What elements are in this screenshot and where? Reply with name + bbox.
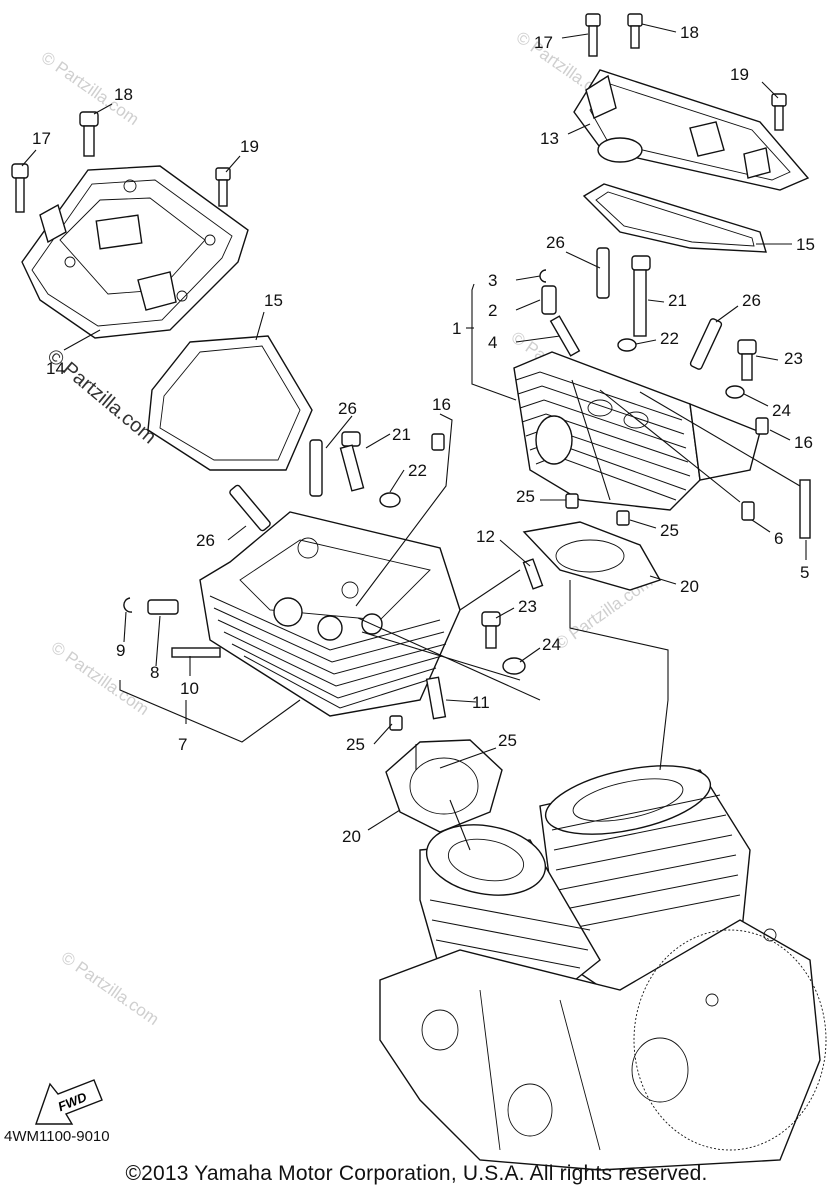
washer-22-left bbox=[379, 492, 401, 508]
callout-16b: 16 bbox=[794, 433, 813, 452]
callout-25d: 25 bbox=[498, 731, 517, 750]
callout-24b: 24 bbox=[542, 635, 561, 654]
callout-21b: 21 bbox=[392, 425, 411, 444]
callout-6: 6 bbox=[774, 529, 783, 548]
callout-23a: 23 bbox=[784, 349, 803, 368]
bolt-19-right bbox=[771, 93, 787, 131]
callout-14: 14 bbox=[46, 359, 65, 378]
callout-26b: 26 bbox=[742, 291, 761, 310]
callout-21a: 21 bbox=[668, 291, 687, 310]
dowel-6 bbox=[741, 501, 755, 521]
bolt-18-right bbox=[627, 13, 643, 49]
callout-16a: 16 bbox=[432, 395, 451, 414]
head-gasket-20-left bbox=[385, 739, 503, 833]
callout-25a: 25 bbox=[516, 487, 535, 506]
bolt-19-left bbox=[215, 167, 231, 207]
callout-22b: 22 bbox=[408, 461, 427, 480]
callout-24a: 24 bbox=[772, 401, 791, 420]
cylinder-head-right bbox=[513, 351, 761, 511]
bolt-17-left bbox=[11, 163, 29, 213]
spark-plug-26-right bbox=[689, 318, 723, 370]
bolt-23-left bbox=[481, 611, 501, 649]
guide-2 bbox=[541, 285, 557, 315]
bolt-18-left bbox=[79, 111, 99, 157]
bolt-23-right bbox=[737, 339, 757, 381]
callout-10: 10 bbox=[180, 679, 199, 698]
callout-18a: 18 bbox=[114, 85, 133, 104]
stud-4 bbox=[549, 315, 581, 357]
callout-19a: 19 bbox=[240, 137, 259, 156]
cylinder-head-left bbox=[199, 511, 461, 717]
washer-22-right bbox=[617, 338, 637, 352]
head-cover-left bbox=[21, 165, 249, 339]
diagram-code: 4WM1100-9010 bbox=[4, 1128, 110, 1145]
callout-26a: 26 bbox=[546, 233, 565, 252]
stud-11 bbox=[425, 676, 447, 720]
callout-8: 8 bbox=[150, 663, 159, 682]
spark-plug-26-left bbox=[229, 484, 271, 532]
gasket-15-right bbox=[582, 183, 767, 253]
callout-5: 5 bbox=[800, 563, 809, 582]
callout-20b: 20 bbox=[342, 827, 361, 846]
callout-15b: 15 bbox=[796, 235, 815, 254]
stud-5 bbox=[799, 479, 811, 539]
bolt-21-left bbox=[339, 431, 365, 492]
callout-4: 4 bbox=[488, 333, 497, 352]
callout-15a: 15 bbox=[264, 291, 283, 310]
clip-9 bbox=[123, 597, 133, 613]
callout-17a: 17 bbox=[32, 129, 51, 148]
callout-1: 1 bbox=[452, 319, 461, 338]
fwd-arrow-icon: FWD bbox=[35, 1079, 103, 1125]
callout-9: 9 bbox=[116, 641, 125, 660]
dowel-16-right bbox=[755, 417, 769, 435]
bolt-17-right bbox=[585, 13, 601, 57]
callout-12: 12 bbox=[476, 527, 495, 546]
callout-25b: 25 bbox=[660, 521, 679, 540]
callout-22a: 22 bbox=[660, 329, 679, 348]
callout-23b: 23 bbox=[518, 597, 537, 616]
copyright-notice: ©2013 Yamaha Motor Corporation, U.S.A. A… bbox=[125, 1162, 708, 1185]
dowel-25-left-a bbox=[389, 715, 403, 731]
washer-24-right bbox=[725, 385, 745, 399]
dowel-25-right-b bbox=[616, 510, 630, 526]
stud-10 bbox=[171, 647, 221, 658]
spark-plug-26-top-right bbox=[596, 247, 610, 299]
watermark: © Partzilla.com bbox=[58, 948, 163, 1029]
callout-3: 3 bbox=[488, 271, 497, 290]
callout-2: 2 bbox=[488, 301, 497, 320]
guide-8 bbox=[147, 599, 179, 615]
callout-20a: 20 bbox=[680, 577, 699, 596]
callout-26d: 26 bbox=[196, 531, 215, 550]
callout-18b: 18 bbox=[680, 23, 699, 42]
head-gasket-20-right bbox=[522, 521, 662, 591]
callout-19b: 19 bbox=[730, 65, 749, 84]
callout-7: 7 bbox=[178, 735, 187, 754]
stud-12 bbox=[522, 558, 544, 590]
leader-lines bbox=[21, 23, 807, 851]
callout-17b: 17 bbox=[534, 33, 553, 52]
callout-26c: 26 bbox=[338, 399, 357, 418]
bolt-21-right bbox=[631, 255, 651, 337]
gasket-15-left bbox=[147, 335, 313, 471]
clip-3 bbox=[539, 269, 547, 283]
engine-block bbox=[379, 765, 827, 1171]
callout-13: 13 bbox=[540, 129, 559, 148]
head-cover-right bbox=[573, 69, 810, 191]
dowel-25-right-a bbox=[565, 493, 579, 509]
washer-24-left bbox=[502, 657, 526, 675]
dowel-16-left bbox=[431, 433, 445, 451]
spark-plug-26-left-top bbox=[309, 439, 323, 497]
watermark: © Partzilla.com bbox=[48, 638, 153, 719]
callout-25c: 25 bbox=[346, 735, 365, 754]
callout-11: 11 bbox=[472, 693, 490, 712]
callouts: 1 2 3 4 5 6 7 8 9 10 11 12 13 14 15 15 1… bbox=[32, 23, 815, 846]
